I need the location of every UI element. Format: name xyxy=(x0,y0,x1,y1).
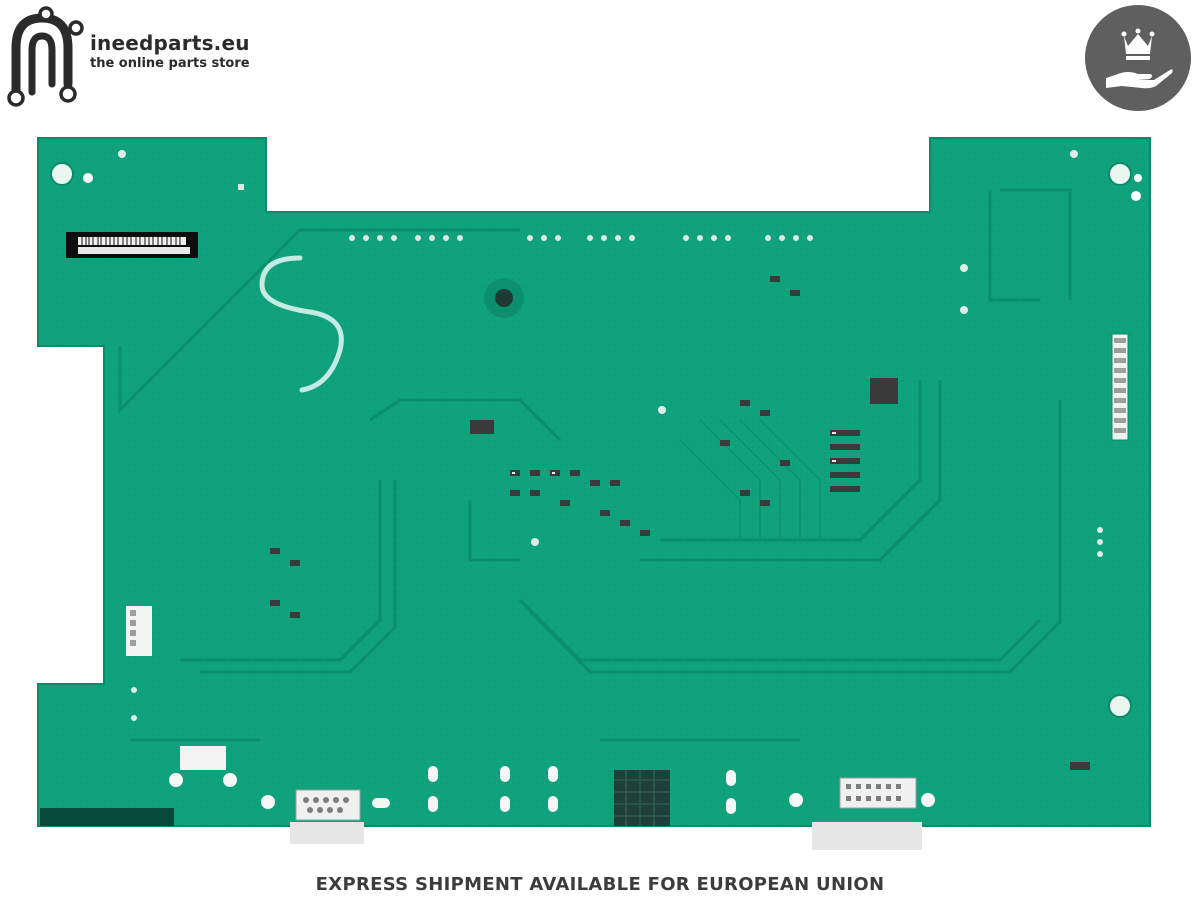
handwritten-s-mark xyxy=(259,255,344,393)
serial-sticker xyxy=(66,232,198,258)
crown-hand-icon xyxy=(1085,5,1191,111)
circuit-n-logo-icon xyxy=(7,6,84,107)
pcb-outline xyxy=(37,137,1151,827)
brand-logo[interactable]: ineedparts.eu the online parts store xyxy=(0,0,300,110)
shipping-banner-text: EXPRESS SHIPMENT AVAILABLE FOR EUROPEAN … xyxy=(315,874,885,895)
brand-tagline: the online parts store xyxy=(90,56,250,71)
brand-name: ineedparts.eu xyxy=(90,31,250,55)
